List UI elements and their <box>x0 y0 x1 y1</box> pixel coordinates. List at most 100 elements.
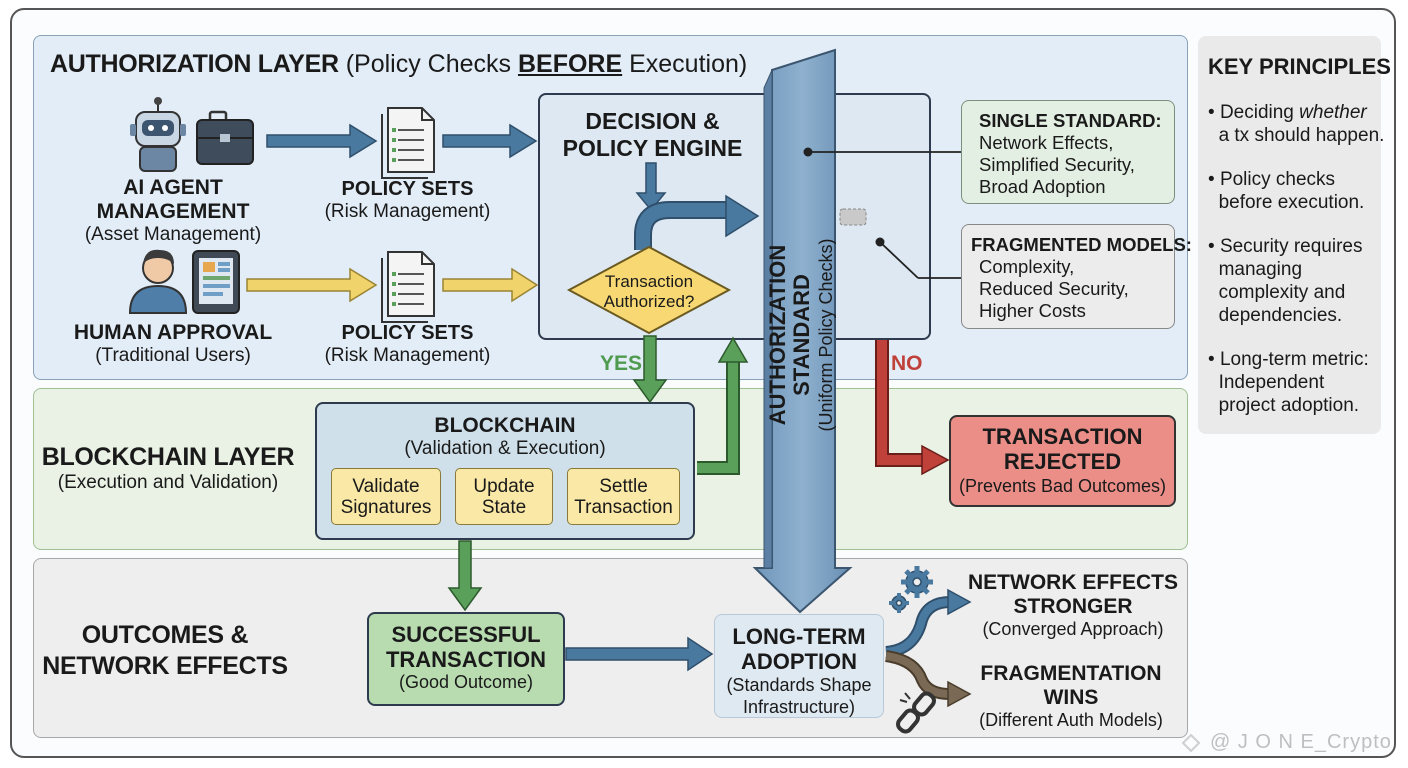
authorization-layer-subtitle-post: Execution) <box>622 50 748 78</box>
rejected-sub: (Prevents Bad Outcomes) <box>958 476 1167 496</box>
blockchain-layer-sub: (Execution and Validation) <box>57 472 279 493</box>
broken-link-icon <box>896 691 936 734</box>
rejected-line2: REJECTED <box>1003 449 1122 474</box>
diamond-line2: Authorized? <box>603 292 695 311</box>
engine-down-arrow <box>635 162 667 212</box>
no-arrow <box>875 340 950 476</box>
fragmented-models-box <box>961 224 1175 329</box>
outcomes-layer-heading: OUTCOMES & NETWORK EFFECTS <box>40 620 290 682</box>
principle-text: Policy checks <box>1219 169 1336 190</box>
decision-engine-title-line2: POLICY ENGINE <box>562 135 743 161</box>
authorization-layer-subtitle-emphasis: BEFORE <box>517 50 623 78</box>
authorization-layer-subtitle-pre: (Policy Checks <box>345 50 518 78</box>
fragmented-models-line: Reduced Security, <box>979 278 1129 299</box>
blockchain-layer-heading: BLOCKCHAIN LAYER (Execution and Validati… <box>40 443 296 494</box>
principle-item: • Long-term metric: Independent project … <box>1208 349 1369 416</box>
watermark-logo-icon <box>1181 733 1201 753</box>
decision-engine-title: DECISION & POLICY ENGINE <box>560 108 745 162</box>
principle-text: complexity and <box>1218 282 1346 303</box>
document-icon <box>381 251 435 323</box>
person-icon <box>128 249 188 314</box>
policy-sets-label: POLICY SETS (Risk Management) <box>315 178 500 223</box>
long-term-line2: ADOPTION <box>740 649 858 674</box>
successful-line1: SUCCESSFUL <box>391 622 541 647</box>
fragmentation-wins-sub: (Different Auth Models) <box>979 710 1163 730</box>
blockchain-feedback-arrow <box>697 336 749 475</box>
single-standard-title: SINGLE STANDARD: <box>979 110 1162 131</box>
single-standard-box <box>961 100 1175 204</box>
step-line: Signatures <box>340 496 432 518</box>
step-line: State <box>481 496 527 518</box>
policy-sets-sub: (Risk Management) <box>324 201 491 222</box>
policy-sets-label: POLICY SETS (Risk Management) <box>315 322 500 367</box>
step-line: Settle <box>599 475 648 497</box>
yes-label: YES <box>600 352 643 375</box>
blockchain-heading: BLOCKCHAIN (Validation & Execution) <box>315 414 695 460</box>
blockchain-layer-title: BLOCKCHAIN LAYER <box>41 443 295 471</box>
ai-agent-management-label: AI AGENT MANAGEMENT (Asset Management) <box>48 176 298 246</box>
fragmented-models-connector <box>839 208 961 279</box>
network-stronger-line1: NETWORK EFFECTS <box>968 571 1178 594</box>
fragmentation-wins-line2: WINS <box>1043 686 1099 709</box>
single-standard-text: SINGLE STANDARD: Network Effects, Simpli… <box>979 110 1162 198</box>
ai-agent-management-title: AI AGENT MANAGEMENT <box>96 176 250 223</box>
principle-text: a tx should happen. <box>1218 125 1385 146</box>
human-approval-title: HUMAN APPROVAL <box>73 321 273 344</box>
policy-sets-sub: (Risk Management) <box>324 345 491 366</box>
principle-text: before execution. <box>1218 192 1365 213</box>
diamond-line1: Transaction <box>604 272 694 291</box>
authorization-standard-bar <box>752 48 853 614</box>
long-term-line1: LONG-TERM <box>732 624 866 649</box>
to-successful-arrow <box>447 540 483 612</box>
principle-emphasis: whether <box>1299 102 1367 123</box>
outcomes-layer-line1: OUTCOMES & <box>81 621 249 649</box>
step-line: Update <box>473 475 535 497</box>
robot-icon <box>130 97 186 172</box>
principle-text: Security requires <box>1219 236 1363 257</box>
yellow-arrow-human-to-policy <box>246 267 378 303</box>
single-standard-line: Broad Adoption <box>979 176 1106 197</box>
decision-engine-title-line1: DECISION & <box>585 108 720 134</box>
no-label: NO <box>891 352 923 375</box>
successful-line2: TRANSACTION <box>385 647 547 672</box>
network-stronger-line2: STRONGER <box>1013 595 1133 618</box>
authorization-standard-label: AUTHORIZATION STANDARD (Uniform Policy C… <box>765 185 838 485</box>
principle-item: • Policy checks before execution. <box>1208 169 1365 213</box>
policy-sets-title: POLICY SETS <box>341 178 474 200</box>
fragmented-models-text: FRAGMENTED MODELS: Complexity, Reduced S… <box>971 234 1192 322</box>
ai-agent-management-sub: (Asset Management) <box>84 224 262 245</box>
successful-transaction-text: SUCCESSFUL TRANSACTION (Good Outcome) <box>367 622 565 693</box>
authorization-decision-diamond <box>566 245 732 335</box>
network-effects-stronger-label: NETWORK EFFECTS STRONGER (Converged Appr… <box>968 571 1178 640</box>
key-principles-title: KEY PRINCIPLES <box>1208 54 1391 79</box>
gear-icon <box>889 566 933 613</box>
yellow-arrow-policy-to-engine <box>442 267 539 303</box>
step-line: Validate <box>352 475 420 497</box>
principle-text: Deciding <box>1219 102 1300 123</box>
single-standard-line: Simplified Security, <box>979 154 1135 175</box>
authorization-layer-heading: AUTHORIZATION LAYER (Policy Checks BEFOR… <box>50 50 747 79</box>
successful-sub: (Good Outcome) <box>398 672 534 692</box>
authorization-standard-title: AUTHORIZATION STANDARD <box>765 244 814 426</box>
fragmentation-arrow <box>884 650 972 708</box>
blockchain-title: BLOCKCHAIN <box>434 414 576 437</box>
step-line: Transaction <box>574 496 673 518</box>
long-term-adoption-box <box>714 614 884 718</box>
briefcase-icon <box>196 110 254 165</box>
to-long-term-arrow <box>565 636 714 672</box>
principle-item: • Deciding whether a tx should happen. <box>1208 102 1385 146</box>
fragmented-models-title: FRAGMENTED MODELS: <box>971 234 1192 255</box>
blue-arrow-policy-to-engine <box>442 123 538 159</box>
long-term-sub1: (Standards Shape <box>726 675 872 695</box>
outcomes-layer-line2: NETWORK EFFECTS <box>42 652 288 680</box>
single-standard-connector <box>803 147 961 157</box>
human-approval-sub: (Traditional Users) <box>95 345 251 366</box>
principle-item: • Security requires managing complexity … <box>1208 236 1363 326</box>
authorization-standard-sub: (Uniform Policy Checks) <box>816 238 836 432</box>
network-stronger-sub: (Converged Approach) <box>982 619 1164 639</box>
human-approval-label: HUMAN APPROVAL (Traditional Users) <box>48 321 298 367</box>
watermark-text: @ J O N E_Crypto <box>1210 731 1392 753</box>
